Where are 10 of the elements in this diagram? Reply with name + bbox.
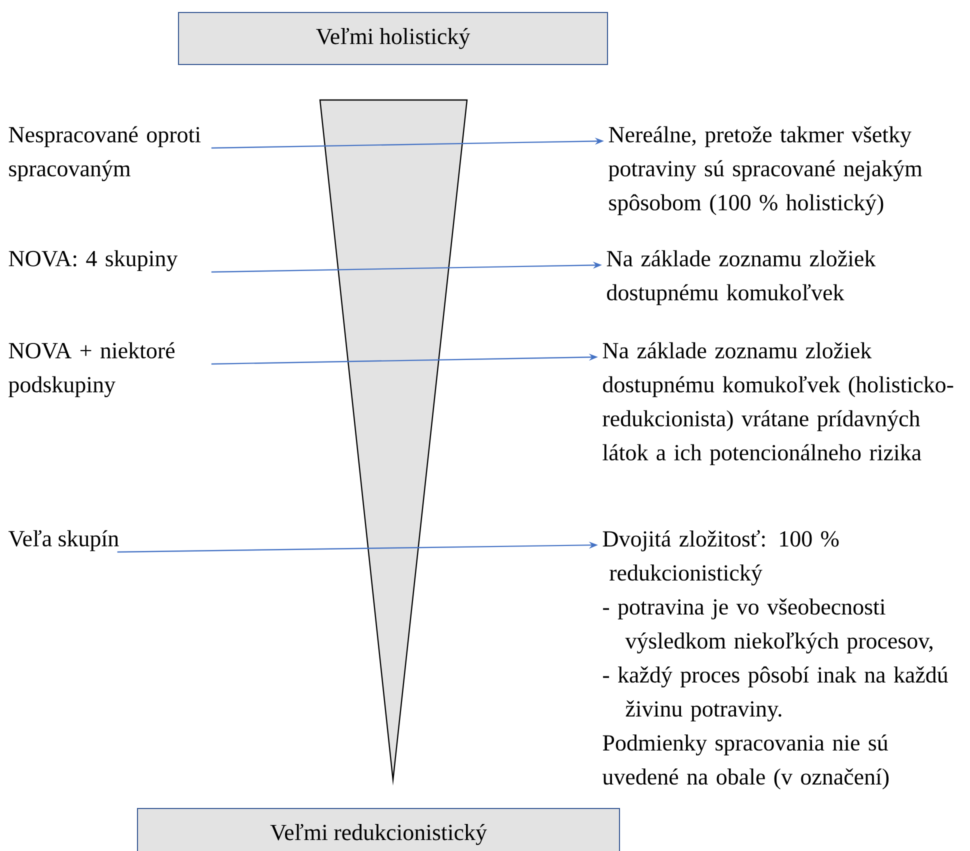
description-text: Na základe zoznamu zložiek dostupnému komukoľvek (holisticko-redukcionista) vrátane prídavných látok a ich potencionálneho rizika: [602, 342, 954, 466]
description-text: NOVA: 4 skupiny: [8, 250, 178, 272]
description-text: NOVA + niektoré podskupiny: [8, 342, 175, 398]
label-box: Veľmi holistický: [178, 12, 608, 65]
description-text: Veľa skupín: [8, 530, 119, 552]
description-text: Dvojitá zložitosť: 100 % redukcionistický - potravina je vo všeobecnosti výsledkom niekoľkých procesov, - každý proces pôsobí inak na každú živinu potraviny. Podmienky spracovania nie sú uvedené na obale (v označení): [602, 530, 948, 790]
label-box: Veľmi redukcionistický: [137, 808, 620, 851]
description-text: Na základe zoznamu zložiek dostupnému komukoľvek: [606, 250, 876, 306]
description-text: Nereálne, pretože takmer všetky potraviny sú spracované nejakým spôsobom (100 % holistický): [608, 126, 922, 216]
description-text: Nespracované oproti spracovaným: [8, 126, 201, 182]
